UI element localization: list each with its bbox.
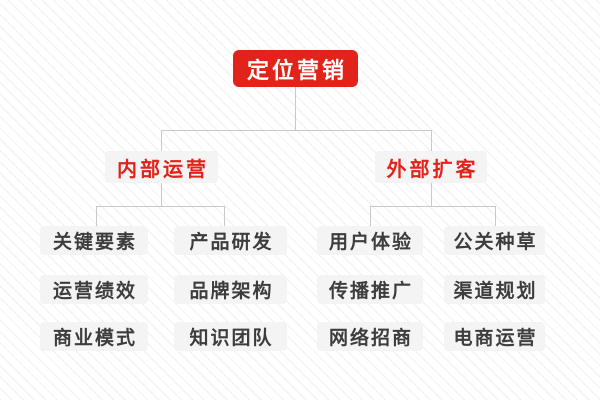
leaf-node: 商业模式	[40, 322, 148, 351]
leaf-node: 用户体验	[317, 226, 423, 255]
connector-left-branch-bar	[96, 206, 225, 207]
connector-root-drop-right	[431, 130, 432, 151]
leaf-node: 品牌架构	[174, 275, 287, 304]
connector-right-branch-stem	[431, 183, 432, 206]
connector-left-branch-drop-2	[224, 206, 225, 226]
root-node: 定位营销	[233, 50, 358, 87]
connector-root-stem	[295, 87, 296, 130]
connector-root-drop-left	[161, 130, 162, 151]
connector-left-branch-stem	[161, 183, 162, 206]
connector-right-branch-drop-1	[370, 206, 371, 226]
connector-left-branch-drop-1	[96, 206, 97, 226]
leaf-node: 渠道规划	[444, 275, 545, 304]
leaf-node: 公关种草	[444, 226, 545, 255]
leaf-node: 网络招商	[317, 322, 423, 351]
branch-node-left: 内部运营	[105, 151, 218, 183]
leaf-node: 电商运营	[444, 322, 545, 351]
leaf-node: 产品研发	[174, 226, 287, 255]
connector-root-bar	[161, 130, 432, 131]
leaf-node: 关键要素	[40, 226, 148, 255]
leaf-node: 传播推广	[317, 275, 423, 304]
leaf-node: 运营绩效	[40, 275, 148, 304]
branch-node-right: 外部扩客	[375, 151, 487, 183]
connector-right-branch-bar	[370, 206, 496, 207]
connector-right-branch-drop-2	[495, 206, 496, 226]
leaf-node: 知识团队	[174, 322, 287, 351]
